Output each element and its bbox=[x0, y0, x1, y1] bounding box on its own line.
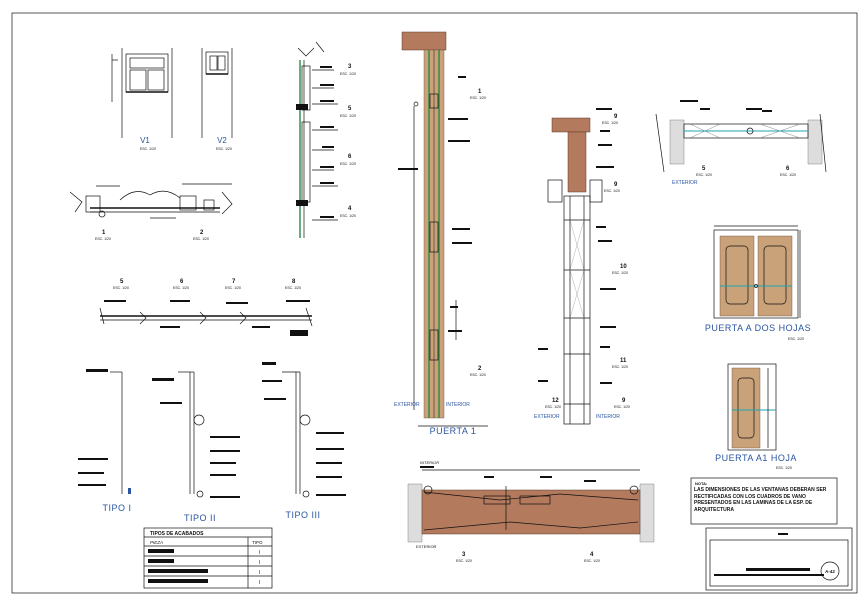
label-tipo-3: TIPO III bbox=[285, 510, 320, 520]
label-puerta-dos-hojas: PUERTA A DOS HOJAS bbox=[705, 323, 811, 333]
window-v2-elevation bbox=[201, 48, 233, 138]
label-interior-bottom: INTERIOR bbox=[420, 460, 439, 465]
double-leaf-door-elevation bbox=[713, 225, 801, 319]
label-puerta-una-hoja: PUERTA A1 HOJA bbox=[715, 453, 797, 463]
finish-table bbox=[143, 527, 273, 589]
table-value-2: I bbox=[259, 560, 260, 566]
table-col-pieza: PIEZA bbox=[150, 540, 163, 545]
sheet-border bbox=[11, 12, 858, 594]
section-5b: 5 bbox=[120, 279, 124, 285]
label-puerta-1: PUERTA 1 bbox=[430, 426, 477, 436]
door-horizontal-section-bottom bbox=[407, 466, 655, 543]
note-body-container: LAS DIMENSIONES DE LAS VENTANAS DEBERAN … bbox=[694, 487, 827, 513]
window-section-horizontal bbox=[69, 183, 233, 219]
scale-s7: ESC. 1/20 bbox=[225, 286, 241, 290]
door-horizontal-section-top bbox=[655, 100, 827, 173]
section-1-door: 1 bbox=[478, 89, 482, 95]
section-3b: 3 bbox=[462, 552, 466, 558]
section-2-door: 2 bbox=[478, 366, 482, 372]
label-v2: V2 bbox=[217, 136, 227, 145]
section-6b: 6 bbox=[180, 279, 184, 285]
section-2: 2 bbox=[200, 230, 204, 236]
scale-una-hoja: ESC. 1/20 bbox=[776, 466, 792, 470]
scale-s6c: ESC. 1/20 bbox=[780, 173, 796, 177]
scale-s9c: ESC. 1/20 bbox=[614, 405, 630, 409]
label-exterior-center: EXTERIOR bbox=[534, 414, 560, 420]
scale-s2: ESC. 1/20 bbox=[193, 237, 209, 241]
section-4: 4 bbox=[348, 206, 352, 212]
scale-s6a: ESC. 1/20 bbox=[340, 162, 356, 166]
table-value-3: I bbox=[259, 570, 260, 576]
scale-s12: ESC. 1/20 bbox=[545, 405, 561, 409]
scale-s9b: ESC. 1/20 bbox=[604, 189, 620, 193]
note-body: LAS DIMENSIONES DE LAS VENTANAS DEBERAN … bbox=[694, 487, 827, 513]
note-title: NOTA: bbox=[695, 481, 707, 486]
section-6a: 6 bbox=[348, 154, 352, 160]
scale-dos-hojas: ESC. 1/20 bbox=[788, 337, 804, 341]
section-1: 1 bbox=[102, 230, 106, 236]
door-center-section bbox=[538, 108, 616, 425]
section-9: 9 bbox=[614, 114, 618, 120]
scale-s5b: ESC. 1/20 bbox=[113, 286, 129, 290]
table-title: TIPOS DE ACABADOS bbox=[150, 531, 204, 537]
scale-s3: ESC. 1/20 bbox=[340, 72, 356, 76]
table-value-1: I bbox=[259, 550, 260, 556]
door-1-section bbox=[398, 31, 472, 419]
scale-door-2: ESC. 1/20 bbox=[470, 373, 486, 377]
label-exterior-top: EXTERIOR bbox=[672, 180, 698, 186]
scale-s5: ESC. 1/20 bbox=[340, 114, 356, 118]
label-exterior-bottom: EXTERIOR bbox=[416, 544, 437, 549]
table-value-4: I bbox=[259, 580, 260, 586]
scale-s4b: ESC. 1/20 bbox=[584, 559, 600, 563]
title-block bbox=[705, 527, 853, 591]
scale-s1: ESC. 1/20 bbox=[95, 237, 111, 241]
scale-s10: ESC. 1/20 bbox=[612, 271, 628, 275]
scale-v2: ESC. 1/20 bbox=[216, 147, 232, 151]
finish-type-2 bbox=[152, 371, 240, 498]
section-6c: 6 bbox=[786, 166, 790, 172]
scale-s9: ESC. 1/20 bbox=[602, 121, 618, 125]
scale-door-1: ESC. 1/20 bbox=[470, 96, 486, 100]
label-interior-center: INTERIOR bbox=[596, 414, 620, 420]
scale-s6b: ESC. 1/20 bbox=[173, 286, 189, 290]
section-8: 8 bbox=[292, 279, 296, 285]
scale-s4: ESC. 1/20 bbox=[340, 214, 356, 218]
window-v1-elevation bbox=[111, 48, 173, 138]
label-tipo-1: TIPO I bbox=[102, 503, 131, 513]
partition-section bbox=[99, 300, 313, 336]
section-5: 5 bbox=[348, 106, 352, 112]
section-5c: 5 bbox=[702, 166, 706, 172]
section-7: 7 bbox=[232, 279, 236, 285]
scale-v1: ESC. 1/20 bbox=[140, 147, 156, 151]
section-10: 10 bbox=[620, 264, 627, 270]
single-leaf-door-elevation bbox=[727, 363, 777, 451]
scale-s5c: ESC. 1/20 bbox=[696, 173, 712, 177]
section-9b: 9 bbox=[614, 182, 618, 188]
window-section-vertical bbox=[296, 41, 338, 238]
section-12: 12 bbox=[552, 398, 559, 404]
label-interior-door1: INTERIOR bbox=[446, 402, 470, 408]
label-tipo-2: TIPO II bbox=[184, 513, 216, 523]
finish-type-1 bbox=[78, 369, 131, 494]
section-9c: 9 bbox=[622, 398, 626, 404]
table-col-tipo: TIPO bbox=[252, 540, 263, 545]
section-4b: 4 bbox=[590, 552, 594, 558]
note-box bbox=[690, 477, 838, 525]
scale-s3b: ESC. 1/20 bbox=[456, 559, 472, 563]
sheet-number: A-42 bbox=[825, 569, 835, 574]
finish-type-3 bbox=[262, 362, 346, 498]
section-11: 11 bbox=[620, 358, 627, 364]
scale-s11: ESC. 1/20 bbox=[612, 365, 628, 369]
label-exterior-door1: EXTERIOR bbox=[394, 402, 420, 408]
scale-s8: ESC. 1/20 bbox=[285, 286, 301, 290]
label-v1: V1 bbox=[140, 136, 150, 145]
section-3: 3 bbox=[348, 64, 352, 70]
